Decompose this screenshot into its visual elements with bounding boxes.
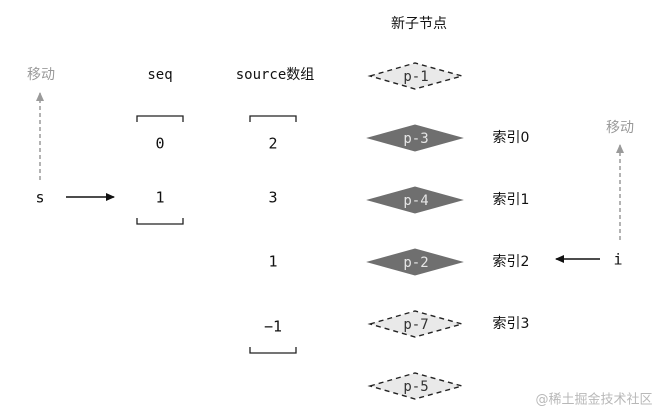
- seq-bracket-top: [136, 115, 184, 122]
- node-diamond-p-4: [366, 186, 464, 214]
- watermark: @稀土掘金技术社区: [535, 392, 653, 408]
- move-label-right: 移动: [606, 120, 634, 136]
- source-value: 1: [268, 252, 278, 271]
- node-diamond-p-2: [366, 248, 464, 276]
- node-diamond-p-7: [367, 310, 465, 338]
- node-diamond-p-3: [366, 124, 464, 152]
- node-label: p-4: [403, 193, 429, 209]
- source-bracket-top: [249, 115, 297, 122]
- source-value: −1: [263, 317, 283, 336]
- source-bracket-bottom: [249, 347, 297, 354]
- node-label: p-7: [403, 317, 429, 333]
- seq-value: 0: [155, 134, 165, 153]
- pointer-s: s: [35, 188, 45, 207]
- node-label: p-3: [403, 131, 429, 147]
- source-header: source数组: [235, 67, 315, 83]
- source-value: 2: [268, 134, 278, 153]
- index-label: 索引3: [492, 316, 530, 332]
- pointer-i: i: [613, 250, 623, 269]
- index-label: 索引1: [492, 192, 530, 208]
- move-label-left: 移动: [27, 67, 55, 83]
- node-diamond-p-5: [367, 372, 465, 400]
- index-label: 索引0: [492, 130, 530, 146]
- diagram-title: 新子节点: [391, 16, 447, 32]
- node-label: p-2: [403, 255, 429, 271]
- node-diamond-p-1: [367, 62, 465, 90]
- index-label: 索引2: [492, 254, 530, 270]
- source-value: 3: [268, 188, 278, 207]
- seq-bracket-bottom: [136, 218, 184, 225]
- node-label: p-5: [403, 379, 429, 395]
- seq-header: seq: [147, 67, 173, 83]
- seq-value: 1: [155, 188, 165, 207]
- node-label: p-1: [403, 69, 429, 85]
